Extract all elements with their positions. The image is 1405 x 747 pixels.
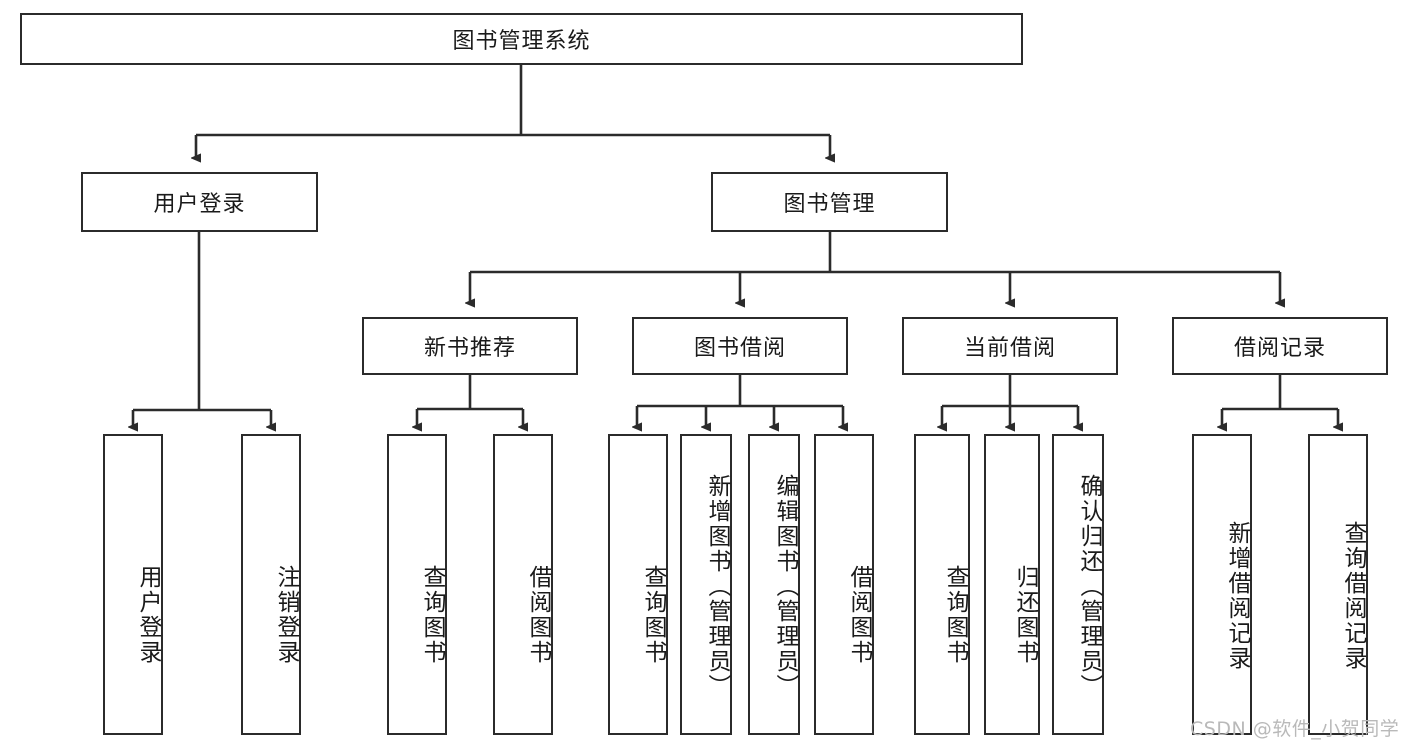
leaf-confirm-return[interactable]: 确认归还（管理员）	[1052, 434, 1104, 735]
node-new-book-recommend-label: 新书推荐	[423, 336, 516, 361]
leaf-query-book-3[interactable]: 查询图书	[914, 434, 970, 735]
node-user-login-label: 用户登录	[153, 192, 246, 217]
leaf-query-record[interactable]: 查询借阅记录	[1308, 434, 1368, 735]
node-new-book-recommend[interactable]: 新书推荐	[362, 317, 578, 375]
node-current-borrow-label: 当前借阅	[963, 336, 1056, 361]
leaf-add-record[interactable]: 新增借阅记录	[1192, 434, 1252, 735]
leaf-borrow-book-1[interactable]: 借阅图书	[493, 434, 553, 735]
leaf-edit-book-label: 编辑图书（管理员）	[772, 474, 798, 699]
node-borrow-record-label: 借阅记录	[1233, 336, 1326, 361]
leaf-add-book-label: 新增图书（管理员）	[704, 474, 730, 699]
node-book-borrow[interactable]: 图书借阅	[632, 317, 848, 375]
leaf-user-logout-label: 注销登录	[273, 564, 299, 665]
node-borrow-record[interactable]: 借阅记录	[1172, 317, 1388, 375]
node-book-manage-label: 图书管理	[783, 192, 876, 217]
leaf-borrow-book-1-label: 借阅图书	[525, 564, 551, 665]
node-root-label: 图书管理系统	[452, 29, 591, 54]
leaf-confirm-return-label: 确认归还（管理员）	[1076, 474, 1102, 699]
leaf-query-book-3-label: 查询图书	[942, 564, 968, 665]
node-user-login[interactable]: 用户登录	[81, 172, 318, 232]
leaf-add-book[interactable]: 新增图书（管理员）	[680, 434, 732, 735]
leaf-borrow-book-2[interactable]: 借阅图书	[814, 434, 874, 735]
leaf-edit-book[interactable]: 编辑图书（管理员）	[748, 434, 800, 735]
leaf-query-book-2[interactable]: 查询图书	[608, 434, 668, 735]
node-book-manage[interactable]: 图书管理	[711, 172, 948, 232]
leaf-query-book-2-label: 查询图书	[640, 564, 666, 665]
leaf-return-book[interactable]: 归还图书	[984, 434, 1040, 735]
leaf-query-book-1[interactable]: 查询图书	[387, 434, 447, 735]
leaf-add-record-label: 新增借阅记录	[1224, 520, 1250, 671]
leaf-borrow-book-2-label: 借阅图书	[846, 564, 872, 665]
leaf-return-book-label: 归还图书	[1012, 564, 1038, 665]
leaf-query-record-label: 查询借阅记录	[1340, 520, 1366, 671]
leaf-query-book-1-label: 查询图书	[419, 564, 445, 665]
leaf-user-login-label: 用户登录	[135, 564, 161, 665]
node-book-borrow-label: 图书借阅	[693, 336, 786, 361]
node-root[interactable]: 图书管理系统	[20, 13, 1023, 65]
leaf-user-logout[interactable]: 注销登录	[241, 434, 301, 735]
csdn-watermark: CSDN @软件_小贺同学	[1190, 718, 1400, 740]
node-current-borrow[interactable]: 当前借阅	[902, 317, 1118, 375]
leaf-user-login[interactable]: 用户登录	[103, 434, 163, 735]
